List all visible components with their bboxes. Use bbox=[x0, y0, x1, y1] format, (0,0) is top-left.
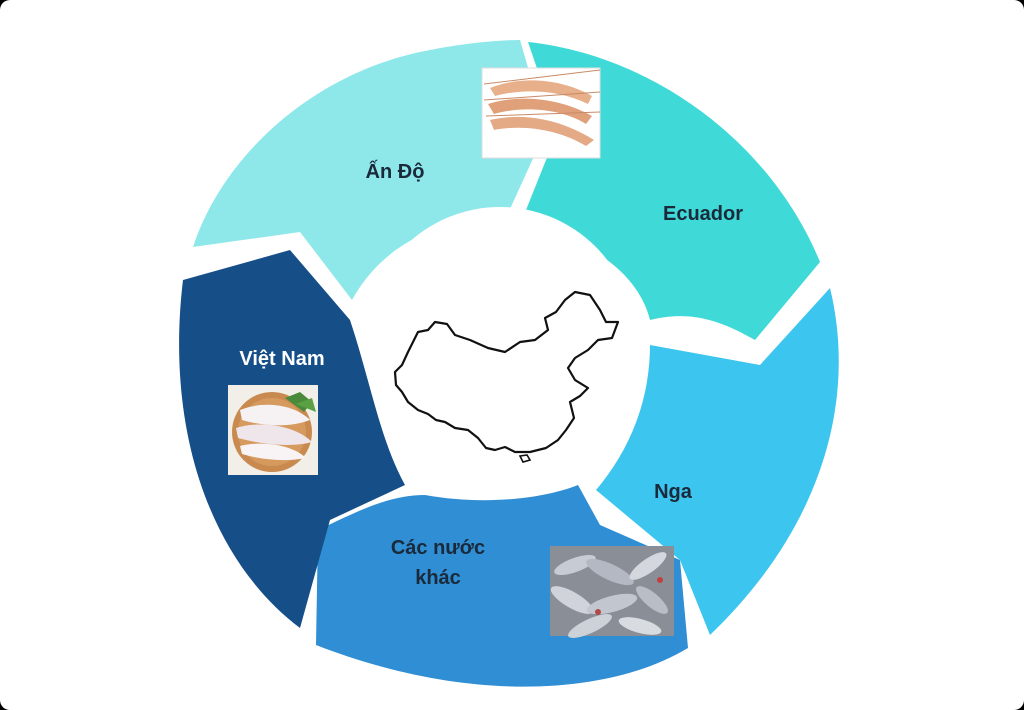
label-cac-nuoc-khac-line1: Các nước bbox=[391, 537, 485, 559]
pangasius-fillet-photo bbox=[228, 385, 318, 475]
segment-nga bbox=[596, 288, 839, 635]
label-cac-nuoc-khac-line2: khác bbox=[415, 567, 461, 589]
center-circle bbox=[365, 207, 635, 477]
segment-an-do bbox=[193, 40, 546, 300]
shrimp-photo bbox=[481, 67, 601, 159]
label-an-do: Ấn Độ bbox=[366, 160, 425, 183]
label-nga: Nga bbox=[654, 481, 693, 503]
fish-pile-photo bbox=[550, 546, 674, 638]
label-viet-nam: Việt Nam bbox=[239, 348, 324, 370]
china-map-icon bbox=[393, 290, 620, 454]
segment-cac-nuoc-khac bbox=[316, 485, 688, 687]
label-ecuador: Ecuador bbox=[663, 203, 743, 225]
hainan-island-icon bbox=[518, 454, 532, 463]
